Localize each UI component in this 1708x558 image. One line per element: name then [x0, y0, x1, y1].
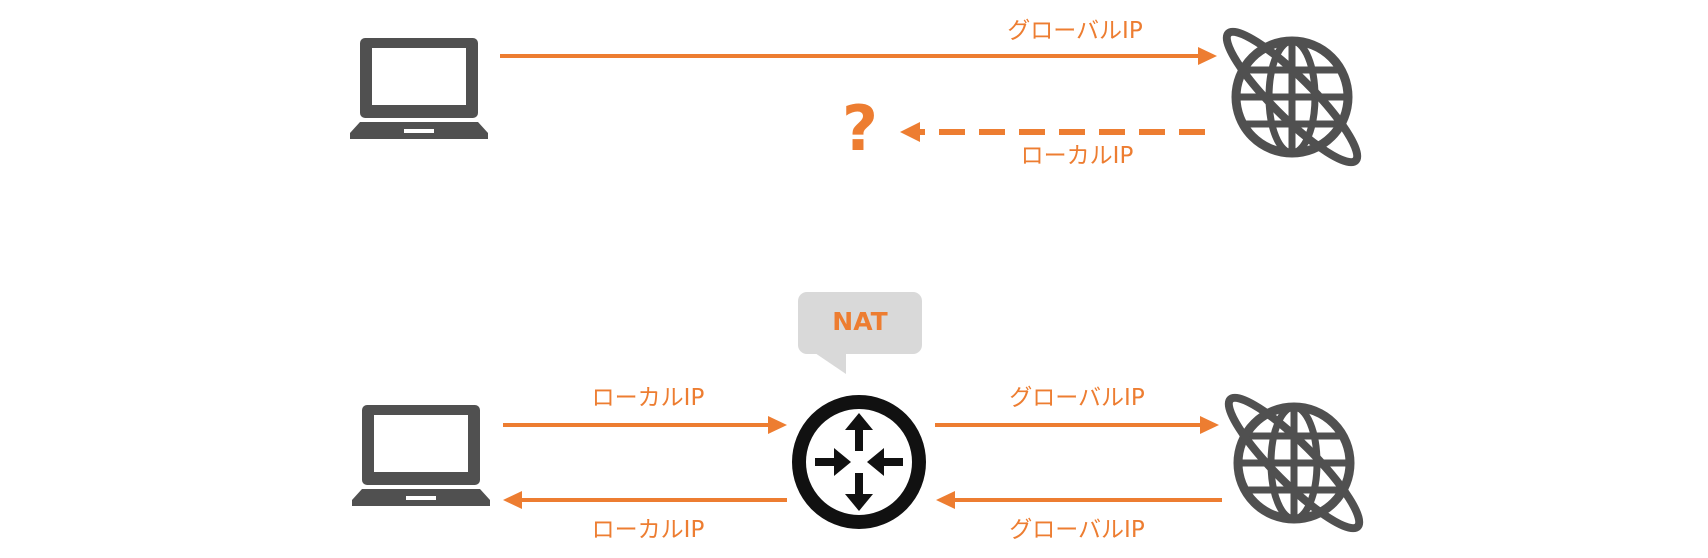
local-ip-label-bottom: ローカルIP — [592, 517, 705, 543]
laptop-icon — [350, 38, 488, 139]
local-ip-label-top: ローカルIP — [592, 385, 705, 411]
laptop-icon — [352, 405, 490, 506]
nat-label: NAT — [832, 307, 887, 336]
global-ip-arrow-to-internet — [935, 416, 1219, 434]
global-ip-label-bottom: グローバルIP — [1009, 517, 1145, 543]
local-ip-arrow-to-laptop — [503, 491, 787, 509]
global-ip-arrow-to-router — [936, 491, 1222, 509]
return-local-dashed-arrow — [900, 122, 1205, 142]
nat-bubble — [798, 292, 922, 374]
outgoing-global-arrow — [500, 47, 1217, 65]
router-icon — [792, 395, 926, 529]
local-ip-arrow-to-router — [503, 416, 787, 434]
globe-icon — [1214, 19, 1370, 175]
local-ip-label: ローカルIP — [1021, 143, 1134, 169]
global-ip-label-top: グローバルIP — [1009, 385, 1145, 411]
unknown-question-mark: ? — [842, 92, 878, 165]
globe-icon — [1216, 385, 1372, 541]
global-ip-label: グローバルIP — [1007, 18, 1143, 44]
